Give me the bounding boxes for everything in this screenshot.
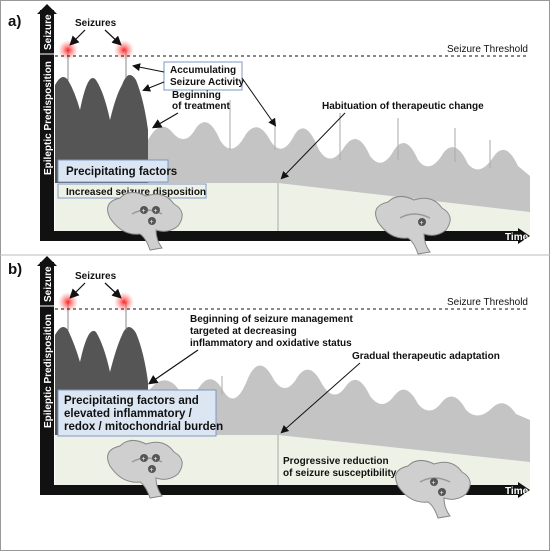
treatment-label: of treatment: [172, 101, 230, 112]
brain-icon: + + +: [107, 440, 183, 499]
reduction-label: Progressive reduction: [283, 456, 389, 467]
seizure-glow: [114, 40, 134, 60]
management-label: inflammatory and oxidative status: [190, 338, 352, 349]
habituation-label: Habituation of therapeutic change: [322, 101, 484, 112]
early-predisposition-area: [55, 75, 148, 183]
late-spikes: [229, 100, 491, 236]
panel-b-label: b): [8, 261, 22, 278]
panel-a: a) Seizure Threshold: [8, 4, 530, 255]
svg-text:+: +: [440, 490, 444, 497]
x-axis-arrow: [518, 228, 530, 244]
x-axis: [40, 231, 520, 241]
y-axis-predisposition-label: Epileptic Predisposition: [43, 314, 54, 428]
precipitating-box: [57, 159, 169, 183]
management-label: targeted at decreasing: [190, 326, 297, 337]
seizure-arrow: [69, 29, 86, 46]
burden-label: redox / mitochondrial burden: [64, 421, 223, 433]
y-axis-seizure-label: Seizure: [43, 266, 54, 302]
brain-icon: + +: [395, 460, 471, 519]
svg-text:+: +: [154, 208, 158, 215]
brain-icon: +: [375, 196, 451, 255]
accumulating-arrow: [241, 77, 277, 127]
x-axis-label: Time: [505, 232, 529, 243]
accumulating-label: Accumulating: [170, 65, 236, 76]
x-axis-label: Time: [505, 486, 529, 497]
svg-text:+: +: [150, 467, 154, 474]
late-predisposition-area: [148, 122, 530, 212]
seizure-arrow: [104, 29, 122, 46]
y-axis: [40, 10, 54, 240]
accumulating-arrow: [142, 81, 165, 92]
y-axis-seizure-label: Seizure: [43, 14, 54, 50]
burden-label: Precipitating factors and: [64, 395, 199, 407]
late-predisposition-area: [148, 365, 530, 462]
seizures-label: Seizures: [75, 271, 117, 282]
panel-b: b) Seizure Threshold Seizure Epileptic P…: [8, 256, 530, 519]
svg-text:+: +: [150, 219, 154, 226]
late-spikes: [221, 376, 279, 490]
seizure-glow: [58, 40, 78, 60]
y-axis-arrow: [37, 256, 57, 266]
adaptation-label: Gradual therapeutic adaptation: [352, 351, 500, 362]
precipitating-label: Precipitating factors: [66, 166, 177, 178]
accumulating-box: [163, 61, 243, 91]
seizures-label: Seizures: [75, 18, 117, 29]
management-arrow: [148, 349, 199, 385]
habituation-arrow: [280, 112, 346, 180]
seizure-arrow: [104, 282, 122, 299]
brain-icon: + + +: [107, 192, 183, 251]
svg-text:+: +: [154, 456, 158, 463]
x-axis-arrow: [518, 482, 530, 498]
y-axis-predisposition-label: Epileptic Predisposition: [43, 61, 54, 175]
seizure-arrow: [69, 282, 86, 299]
reduction-label: of seizure susceptibility: [283, 468, 397, 479]
y-axis-arrow: [37, 4, 57, 14]
accumulating-label: Seizure Activity: [170, 77, 245, 88]
treatment-arrow: [151, 112, 179, 129]
adaptation-arrow: [280, 362, 361, 434]
svg-text:+: +: [432, 480, 436, 487]
burden-label: elevated inflammatory /: [64, 408, 193, 420]
burden-box: [57, 389, 217, 437]
svg-text:+: +: [142, 456, 146, 463]
svg-text:+: +: [420, 220, 424, 227]
treatment-label: Beginning: [172, 90, 221, 101]
seizure-threshold-label: Seizure Threshold: [447, 297, 528, 308]
y-axis: [40, 262, 54, 494]
panel-a-label: a): [8, 13, 21, 30]
accumulating-arrow: [132, 63, 165, 73]
svg-text:+: +: [142, 208, 146, 215]
x-axis: [40, 485, 520, 495]
management-label: Beginning of seizure management: [190, 314, 353, 325]
seizure-threshold-label: Seizure Threshold: [447, 44, 528, 55]
